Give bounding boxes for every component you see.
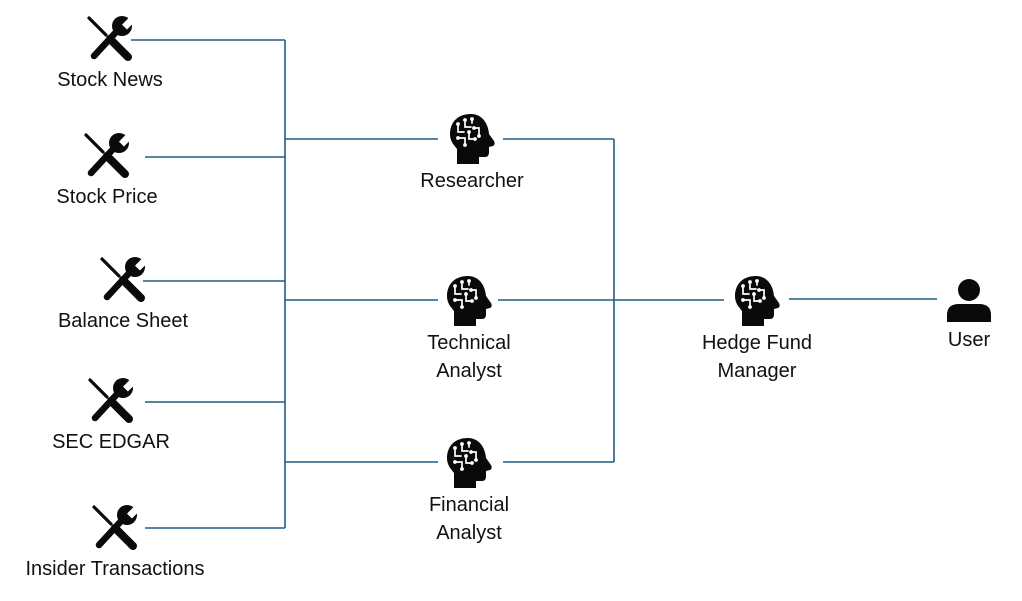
ai-head-icon [444, 111, 500, 167]
agent-label: Researcher [420, 167, 523, 195]
ai-head-icon [441, 435, 497, 491]
wrench-screwdriver-icon [89, 503, 141, 555]
wrench-screwdriver-icon [85, 376, 137, 428]
tool-stock-news: Stock News [30, 14, 190, 94]
agent-researcher: Researcher [392, 111, 552, 195]
agent-label: Hedge Fund Manager [702, 329, 812, 385]
agent-hedge-fund-manager: Hedge Fund Manager [677, 273, 837, 385]
tool-label: Insider Transactions [25, 558, 205, 580]
tool-stock-price: Stock Price [27, 131, 187, 211]
tool-label: Stock Price [56, 186, 158, 208]
agent-label-line: Researcher [420, 170, 524, 192]
agent-label-line: Manager [717, 360, 797, 382]
wrench-screwdriver-icon [81, 131, 133, 183]
agent-label-line: Technical [427, 332, 511, 354]
agent-label-line: Analyst [436, 522, 502, 544]
tool-sec-edgar: SEC EDGAR [31, 376, 191, 456]
tool-balance-sheet: Balance Sheet [38, 255, 208, 335]
agent-label-line: Hedge Fund [701, 332, 813, 354]
agent-technical-analyst: Technical Analyst [389, 273, 549, 385]
tool-label: Balance Sheet [57, 310, 189, 332]
user-icon [947, 279, 991, 322]
user-label: User [947, 329, 991, 351]
wrench-screwdriver-icon [84, 14, 136, 66]
agent-label-line: Financial [428, 494, 510, 516]
tool-label: SEC EDGAR [52, 431, 170, 453]
ai-head-icon [441, 273, 497, 329]
agent-label-line: Analyst [436, 360, 502, 382]
tool-label: Stock News [57, 69, 163, 91]
wrench-screwdriver-icon [97, 255, 149, 307]
agent-label: Financial Analyst [429, 491, 509, 547]
agent-financial-analyst: Financial Analyst [389, 435, 549, 547]
user-node: User [919, 274, 1019, 354]
agent-label: Technical Analyst [427, 329, 510, 385]
ai-head-icon [729, 273, 785, 329]
tool-insider-transactions: Insider Transactions [5, 503, 225, 583]
